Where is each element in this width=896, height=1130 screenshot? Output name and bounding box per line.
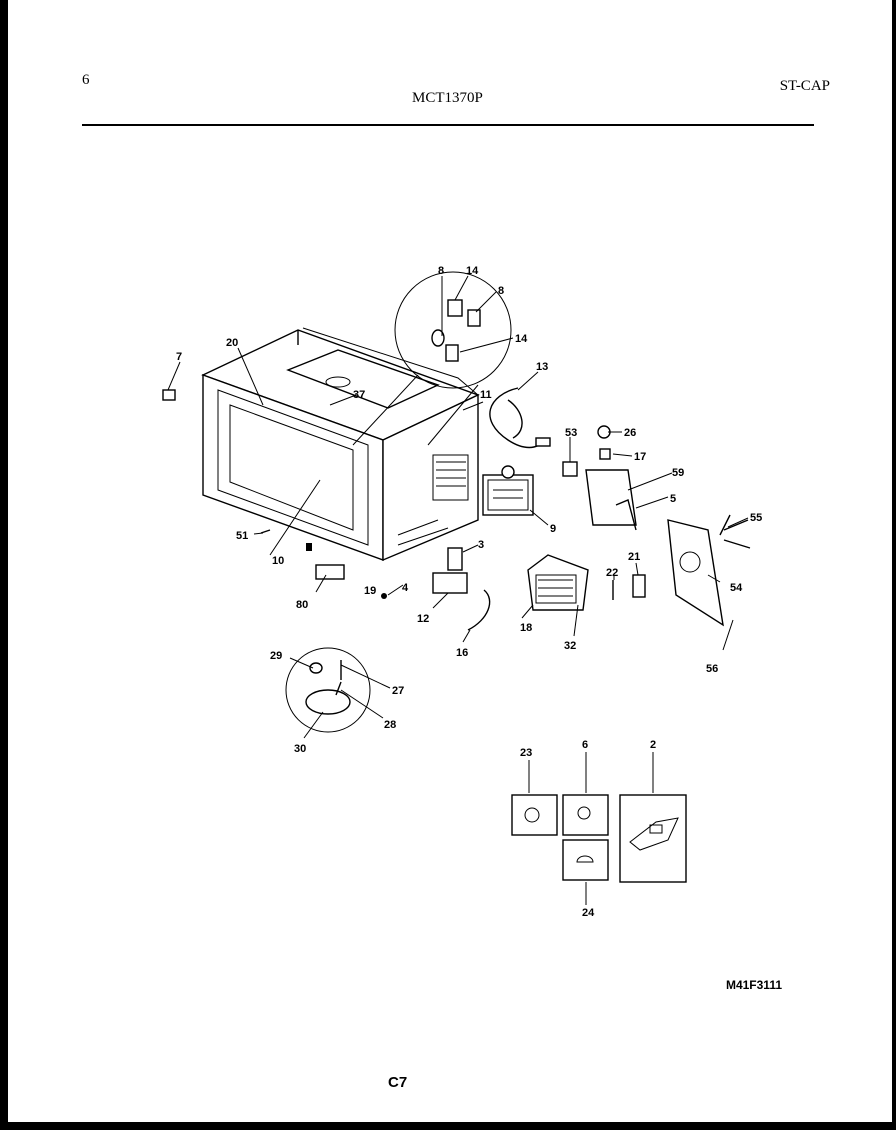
label-32: 32 [564,640,576,652]
label-23: 23 [520,747,532,759]
part-53 [562,461,578,477]
part-7 [162,389,176,401]
label-53: 53 [565,427,577,439]
label-9: 9 [550,523,556,535]
part-4 [381,593,387,599]
part-10 [306,543,312,551]
fan-bracket-54 [667,519,724,627]
power-cord [489,387,544,449]
part-number-labels: 8 14 8 14 13 20 7 37 11 53 26 17 59 5 55… [176,265,762,919]
label-13: 13 [536,361,548,373]
part-21 [632,574,646,598]
label-5: 5 [670,493,676,505]
label-8b: 8 [498,285,504,297]
label-56: 56 [706,663,718,675]
label-37: 37 [353,389,365,401]
label-19: 19 [364,585,376,597]
label-28: 28 [384,719,396,731]
label-11: 11 [480,389,492,401]
reference-code: M41F3111 [725,978,782,992]
label-21: 21 [628,551,640,563]
label-10: 10 [272,555,284,567]
fan-blade-55 [719,514,751,549]
label-2: 2 [650,739,656,751]
page-number: 6 [82,72,90,88]
bracket-59 [585,469,637,526]
sheet: 6 MCT1370P ST-CAP [8,0,892,1122]
switch-detail-circle [352,271,512,446]
label-8: 8 [438,265,444,277]
part-5 [615,499,637,531]
label-18: 18 [520,622,532,634]
page-code: C7 [388,1074,408,1091]
part-3 [447,547,463,571]
part-17 [599,448,611,460]
label-22: 22 [606,567,618,579]
label-3: 3 [478,539,484,551]
header-rule [82,124,814,126]
part-56 [722,619,734,651]
model-number: MCT1370P [412,90,483,106]
transformer [527,554,589,611]
motor-detail-circle [285,647,371,733]
label-14b: 14 [515,333,528,345]
label-20: 20 [226,337,238,349]
wire-16 [467,589,491,631]
catalog-tag: ST-CAP [779,78,830,94]
label-26: 26 [624,427,636,439]
capacitor-12 [432,572,468,594]
label-55: 55 [750,512,762,524]
part-80 [315,564,345,580]
part-51 [260,529,271,534]
hardware-boxes [511,752,687,905]
label-12: 12 [417,613,429,625]
label-7: 7 [176,351,182,363]
label-80: 80 [296,599,308,611]
box-6 [562,794,609,836]
box-24 [562,839,609,881]
leader-lines [167,275,749,739]
label-6: 6 [582,739,588,751]
label-29: 29 [270,650,282,662]
label-59: 59 [672,467,684,479]
magnetron [482,465,534,516]
box-2 [619,794,687,883]
label-14: 14 [466,265,479,277]
label-30: 30 [294,743,306,755]
label-24: 24 [582,907,595,919]
label-51: 51 [236,530,248,542]
label-27: 27 [392,685,404,697]
label-54: 54 [730,582,743,594]
label-16: 16 [456,647,468,659]
label-4: 4 [402,582,409,594]
exploded-parts-diagram: 8 14 8 14 13 20 7 37 11 53 26 17 59 5 55… [162,265,762,919]
label-17: 17 [634,451,646,463]
box-23 [511,794,558,836]
